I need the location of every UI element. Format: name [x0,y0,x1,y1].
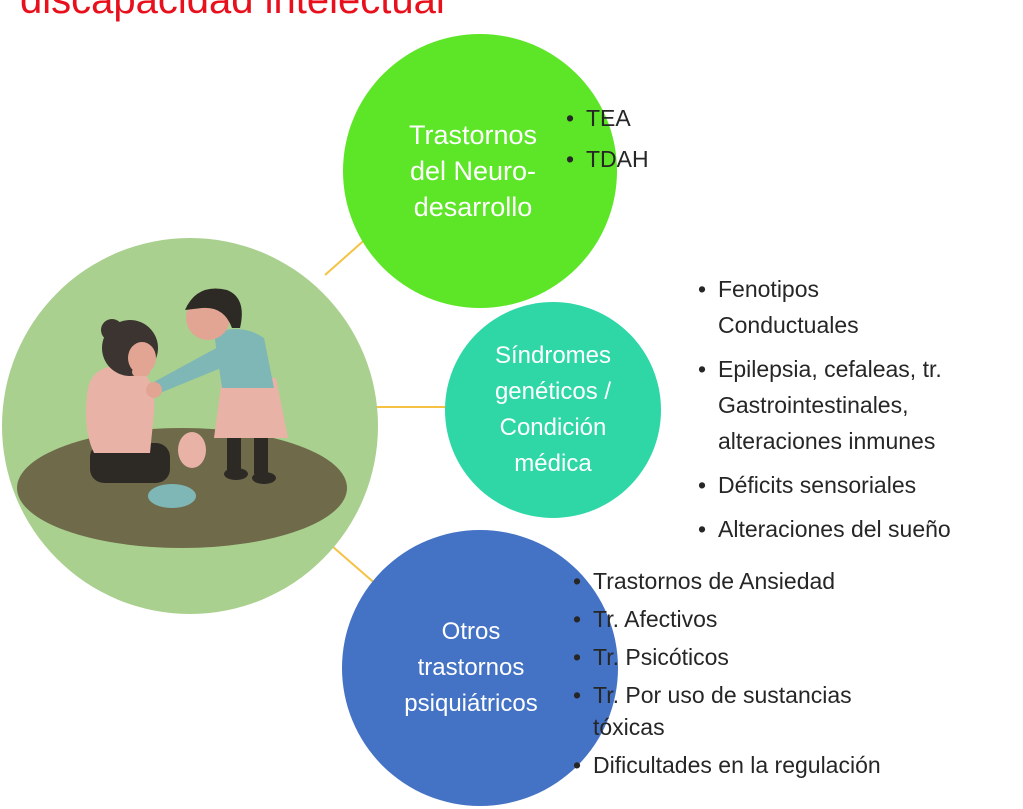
label-line: Otros [441,618,501,645]
list-item: TDAH [566,139,649,180]
sitting-child-figure [86,319,206,508]
hub-illustration [2,238,378,614]
list-item-line: Tr. Afectivos [593,606,718,632]
list-item: Tr. Por uso de sustancias tóxicas [573,679,881,743]
list-item: Alteraciones del sueño [698,511,951,547]
list-item: Dificultades en la regulación [573,749,881,781]
node-genetic-syndromes: Síndromes genéticos / Condición médica [445,302,661,518]
list-item-line: Conductuales [718,312,859,338]
list-item: Tr. Afectivos [573,603,881,635]
list-item: Déficits sensoriales [698,467,951,503]
list-item-line: Tr. Psicóticos [593,644,729,670]
label-line: Síndromes [494,342,612,369]
list-item-line: Dificultades en la regulación [593,752,881,778]
label-line: médica [514,450,592,477]
list-item: Fenotipos Conductuales [698,271,951,343]
list-item-line: Trastornos de Ansiedad [593,568,836,594]
connector-bottom [324,539,379,587]
label-line: psiquiátricos [404,690,538,717]
label-line: del Neuro- [409,156,537,186]
label-line: desarrollo [413,192,533,222]
list-item-line: Epilepsia, cefaleas, tr. [718,356,942,382]
psychiatric-disorders-list: Trastornos de Ansiedad Tr. Afectivos Tr.… [573,565,881,787]
page-title: discapacidad intelectual [20,0,445,22]
node-genetic-syndromes-label: Síndromes genéticos / Condición médica [495,338,611,482]
list-item-line: Déficits sensoriales [718,472,917,498]
list-item: Tr. Psicóticos [573,641,881,673]
children-illustration [17,288,347,548]
node-psychiatric-disorders-label: Otros trastornos psiquiátricos [404,614,537,722]
genetic-syndromes-list: Fenotipos Conductuales Epilepsia, cefale… [698,271,951,555]
neurodevelopment-list: TEA TDAH [566,98,649,180]
label-line: Trastornos [408,120,538,150]
list-item: Epilepsia, cefaleas, tr. Gastrointestina… [698,351,951,459]
list-item-line: Gastrointestinales, [718,392,909,418]
list-item: TEA [566,98,649,139]
list-item-line: tóxicas [593,714,665,740]
list-item-line: alteraciones inmunes [718,428,936,454]
node-psychiatric-disorders: Otros trastornos psiquiátricos [342,530,618,806]
node-neurodevelopment-label: Trastornos del Neuro- desarrollo [409,117,537,225]
list-item: Trastornos de Ansiedad [573,565,881,597]
list-item-line: Tr. Por uso de sustancias [593,682,852,708]
list-item-line: Alteraciones del sueño [718,516,951,542]
standing-child-figure [146,288,288,484]
label-line: Condición [499,414,607,441]
label-line: genéticos / [494,378,612,405]
label-line: trastornos [417,654,525,681]
list-item-line: Fenotipos [718,276,820,302]
